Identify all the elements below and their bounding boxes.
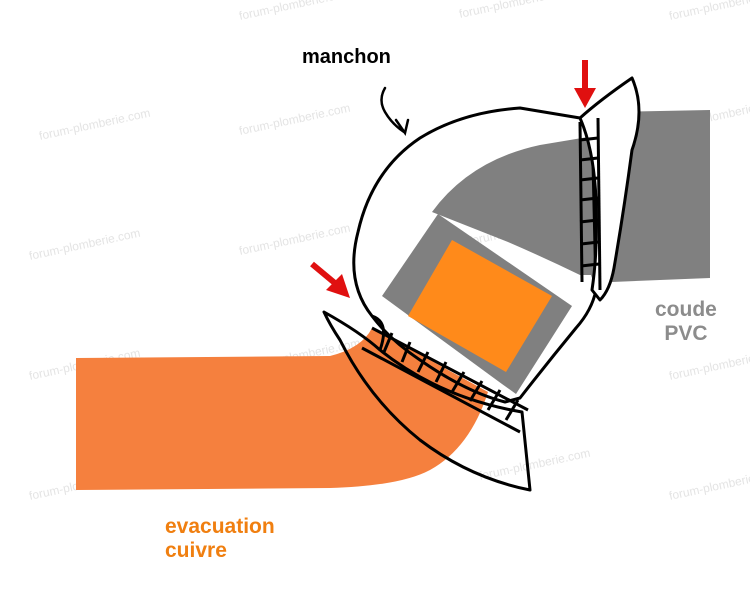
watermark-text: forum-plomberie.com: [238, 221, 352, 258]
watermark-text: forum-plomberie.com: [458, 0, 572, 21]
watermark-text: forum-plomberie.com: [28, 226, 142, 263]
copper-pipe: [76, 328, 488, 490]
watermark-text: forum-plomberie.com: [668, 346, 750, 383]
watermark-text: forum-plomberie.com: [668, 0, 750, 23]
upper-ribs: [578, 117, 602, 291]
watermark-text: forum-plomberie.com: [38, 106, 152, 143]
evacuation-cuivre-label: evacuation cuivre: [165, 515, 275, 563]
watermark-text: forum-plomberie.com: [478, 446, 592, 483]
lower-ribs: [361, 326, 529, 434]
manchon-label: manchon: [302, 46, 391, 68]
pvc-elbow-bend: [432, 135, 605, 275]
coude-pvc-label: coude PVC: [655, 298, 717, 346]
copper-inner-socket: [408, 240, 552, 372]
upper-lip-seal: [578, 76, 641, 302]
coude-label-line2: PVC: [664, 322, 708, 346]
watermark-text: forum-plomberie.com: [668, 466, 750, 503]
coude-label-line1: coude: [655, 298, 717, 321]
red-arrow-top-icon: [574, 60, 596, 108]
evacuation-label-line1: evacuation: [165, 515, 275, 538]
evacuation-label-line2: cuivre: [165, 539, 227, 563]
red-arrow-left-icon: [310, 261, 350, 298]
lower-lip-inner: [371, 314, 386, 351]
manchon-pointer: [380, 86, 410, 137]
watermark-text: forum-plomberie.com: [238, 101, 352, 138]
watermark-text: forum-plomberie.com: [238, 0, 352, 23]
